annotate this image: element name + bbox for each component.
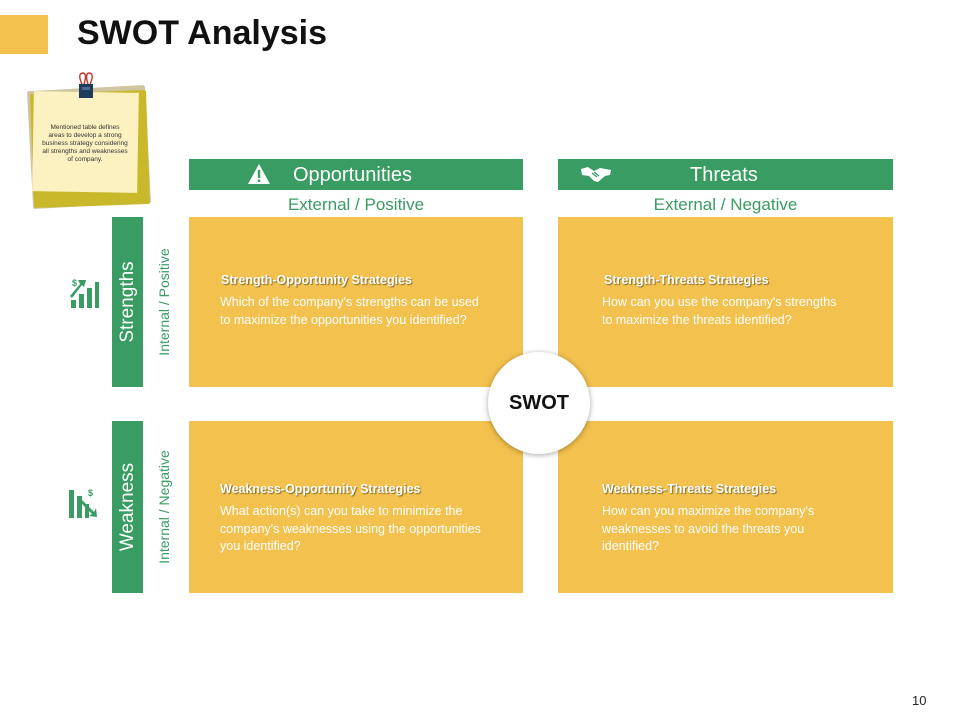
row-sublabel-strengths-text: Internal / Positive xyxy=(156,248,172,356)
row-label-strengths: Strengths xyxy=(112,217,143,387)
row-label-strengths-text: Strengths xyxy=(116,261,138,343)
column-header-opportunities: Opportunities xyxy=(189,159,523,190)
page-title: SWOT Analysis xyxy=(77,14,328,52)
row-sublabel-strengths: Internal / Positive xyxy=(152,217,176,387)
quadrant-title: Weakness-Opportunity Strategies xyxy=(220,482,421,496)
growth-chart-icon: $ xyxy=(70,278,99,308)
quadrant-title: Strength-Opportunity Strategies xyxy=(221,273,412,287)
row-sublabel-weakness: Internal / Negative xyxy=(152,421,176,593)
row-label-weakness: Weakness xyxy=(112,421,143,593)
page-number: 10 xyxy=(912,693,927,708)
quadrant-body: What action(s) can you take to minimize … xyxy=(220,504,481,553)
quadrant-weakness-threats: Weakness-Threats Strategies How can you … xyxy=(558,421,893,593)
quadrant-body: How can you maximize the company's weakn… xyxy=(602,504,815,553)
quadrant-strength-opportunity: Strength-Opportunity Strategies Which of… xyxy=(189,217,523,387)
column-sublabel-opportunities: External / Positive xyxy=(287,195,425,214)
svg-text:$: $ xyxy=(88,488,93,498)
quadrant-weakness-opportunity: Weakness-Opportunity Strategies What act… xyxy=(189,421,523,593)
column-label-threats: Threats xyxy=(690,164,758,186)
column-header-threats: Threats xyxy=(558,159,893,190)
title-accent-bar xyxy=(0,15,48,54)
warning-icon xyxy=(248,164,270,184)
swot-center-label: SWOT xyxy=(509,391,569,414)
row-label-weakness-text: Weakness xyxy=(116,462,138,552)
quadrant-title: Strength-Threats Strategies xyxy=(604,273,769,287)
row-sublabel-weakness-text: Internal / Negative xyxy=(156,450,172,564)
decline-chart-icon: $ xyxy=(69,488,97,518)
column-label-opportunities: Opportunities xyxy=(293,164,412,186)
quadrant-strength-threats: Strength-Threats Strategies How can you … xyxy=(558,217,893,387)
quadrant-body: How can you use the company's strengths … xyxy=(602,295,837,327)
quadrant-body: Which of the company's strengths can be … xyxy=(220,295,479,327)
svg-text:$: $ xyxy=(72,278,77,288)
swot-center-circle: SWOT xyxy=(488,352,590,454)
quadrant-title: Weakness-Threats Strategies xyxy=(602,482,777,496)
handshake-icon xyxy=(581,167,611,182)
note-text: Mentioned table defines areas to develop… xyxy=(42,124,128,163)
binder-clip-icon xyxy=(79,72,93,98)
sticky-note: Mentioned table defines areas to develop… xyxy=(26,72,152,210)
column-sublabel-threats: External / Negative xyxy=(653,195,798,214)
